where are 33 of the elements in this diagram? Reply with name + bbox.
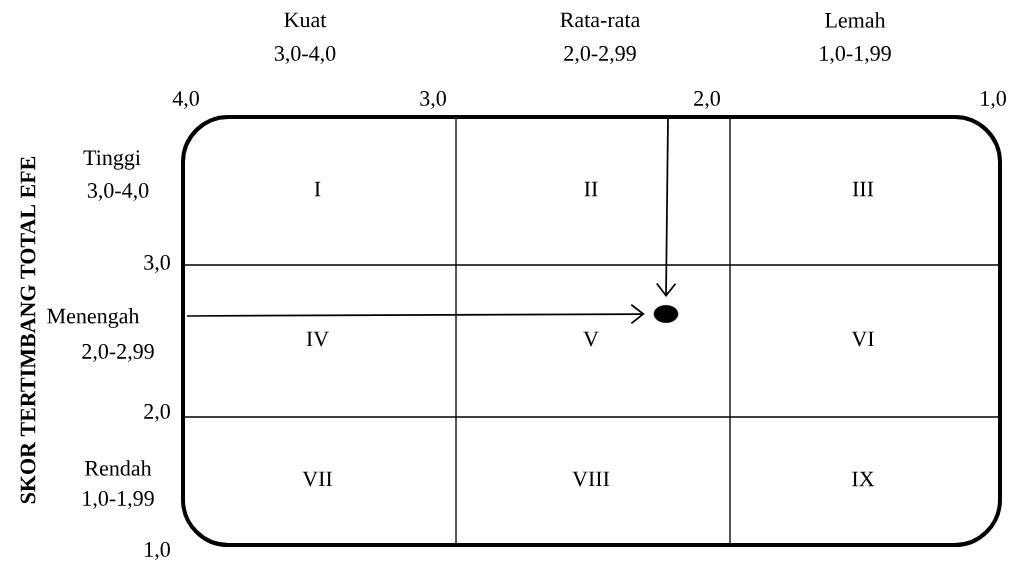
matrix-cell: V — [583, 331, 599, 347]
axis-label: 1,0 — [981, 91, 1006, 109]
axis-label: Menengah — [47, 308, 140, 328]
matrix-cell: I — [314, 181, 321, 197]
axis-title: SKOR TERTIMBANG TOTAL EFE — [20, 156, 36, 504]
axis-label: 2,0 — [694, 91, 720, 109]
matrix-cell: VII — [302, 471, 332, 487]
axis-label: 4,0 — [172, 91, 199, 109]
matrix-cell: IV — [306, 331, 329, 347]
position-dot — [653, 305, 679, 323]
matrix-frame — [181, 115, 1002, 547]
matrix-cell: II — [584, 181, 598, 197]
axis-label: 2,0-2,99 — [82, 344, 154, 362]
matrix-cell: IX — [852, 471, 875, 487]
axis-label: Lemah — [825, 12, 886, 28]
axis-label: 1,0-1,99 — [83, 491, 154, 509]
axis-label: 1,0-1,99 — [820, 46, 891, 64]
axis-label: 3,0-4,0 — [87, 183, 149, 201]
axis-label: 3,0 — [144, 255, 170, 273]
arrow — [186, 303, 645, 325]
axis-label: 3,0-4,0 — [274, 46, 336, 64]
axis-label: 3,0 — [420, 91, 446, 109]
matrix-cell: VIII — [572, 471, 610, 487]
axis-label: 2,0-2,99 — [564, 46, 636, 64]
matrix-cell: III — [852, 181, 874, 197]
axis-label: Tinggi — [83, 150, 141, 170]
axis-label: 1,0 — [145, 542, 170, 560]
matrix-cell: VI — [851, 331, 874, 347]
arrow — [655, 116, 677, 298]
axis-label: Rendah — [85, 460, 152, 476]
axis-label: Rata-rata — [560, 12, 641, 28]
axis-label: Kuat — [284, 12, 327, 28]
axis-label: 2,0 — [144, 404, 170, 422]
